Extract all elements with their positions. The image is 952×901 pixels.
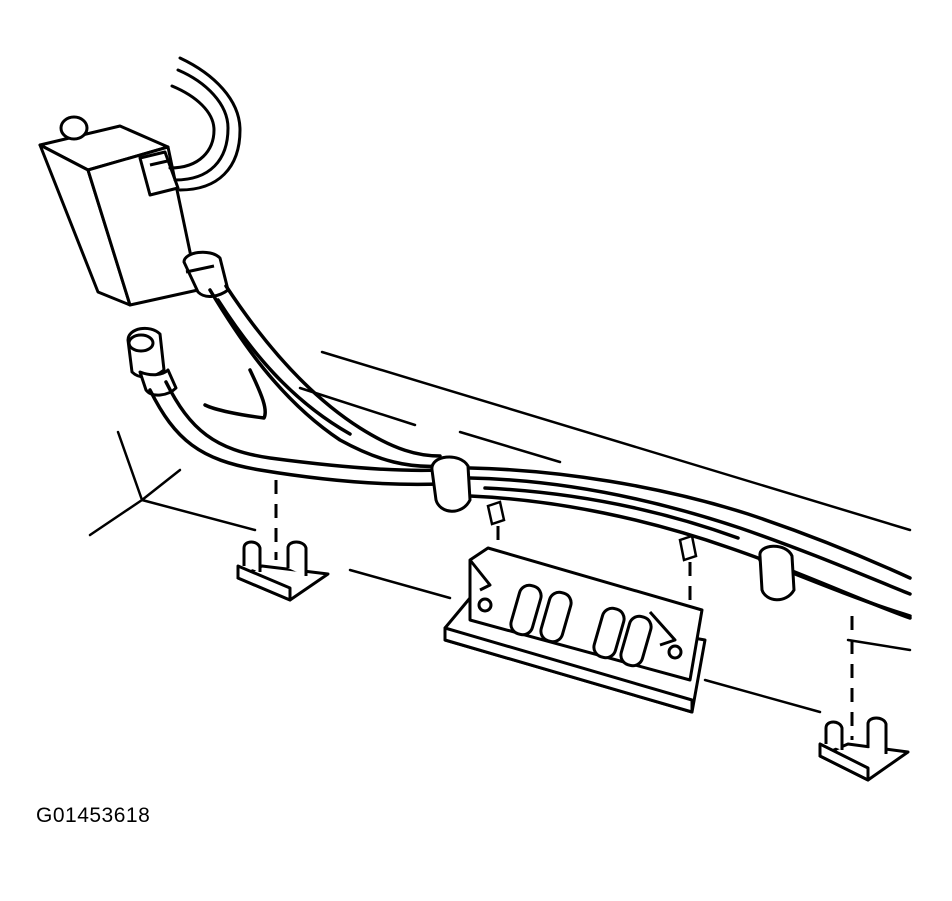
retainer-clip-left (236, 540, 330, 602)
upper-hoses (168, 56, 242, 192)
main-hose-bundle (148, 284, 912, 620)
fastener-screws (486, 500, 698, 562)
retainer-clip-right (818, 716, 910, 782)
figure-id-label: G01453618 (36, 804, 151, 827)
mounting-bracket (443, 546, 707, 714)
lower-fitting (126, 326, 178, 397)
hose-clamps (430, 455, 796, 602)
control-module (38, 115, 230, 307)
body-panel-lines (88, 350, 912, 714)
